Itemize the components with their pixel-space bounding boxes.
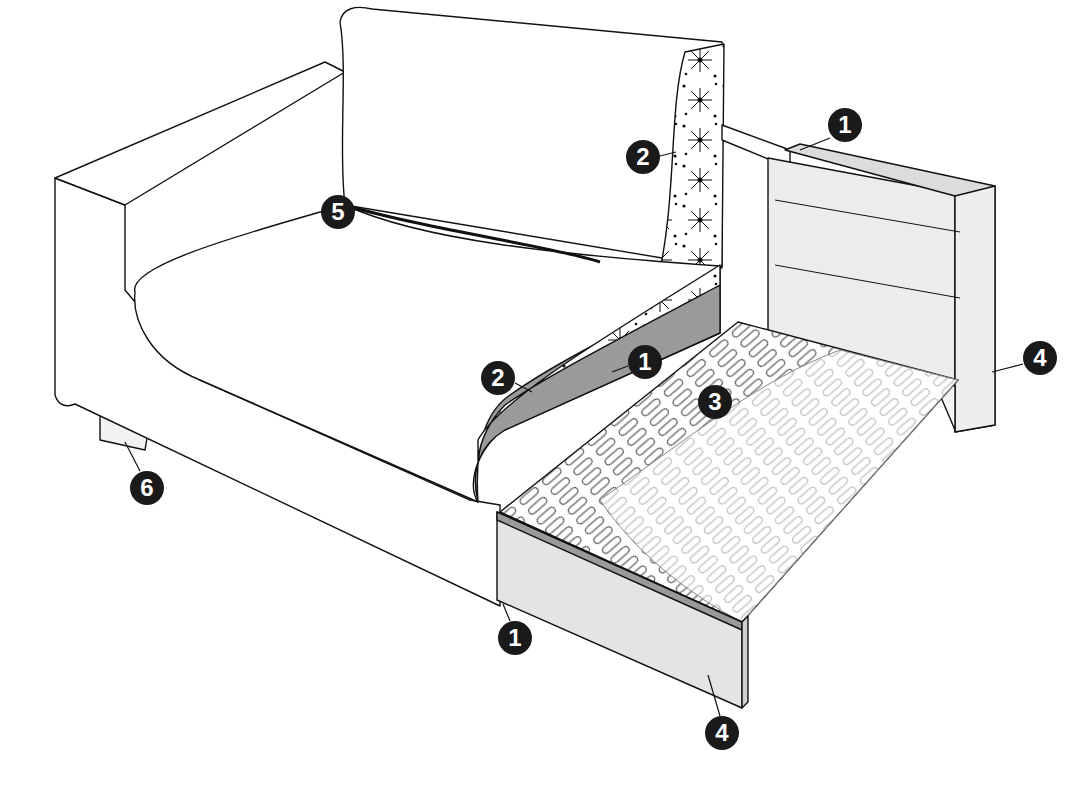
callout-number: 5 [321,195,355,229]
callout-number: 2 [481,361,515,395]
callout-number: 1 [828,108,862,142]
callout-number: 3 [698,385,732,419]
callout-number: 4 [705,716,739,750]
callout-number: 2 [626,140,660,174]
callout-number: 1 [628,345,662,379]
callout-number: 1 [498,621,532,655]
callout-number: 6 [130,471,164,505]
callout-number: 4 [1023,341,1057,375]
